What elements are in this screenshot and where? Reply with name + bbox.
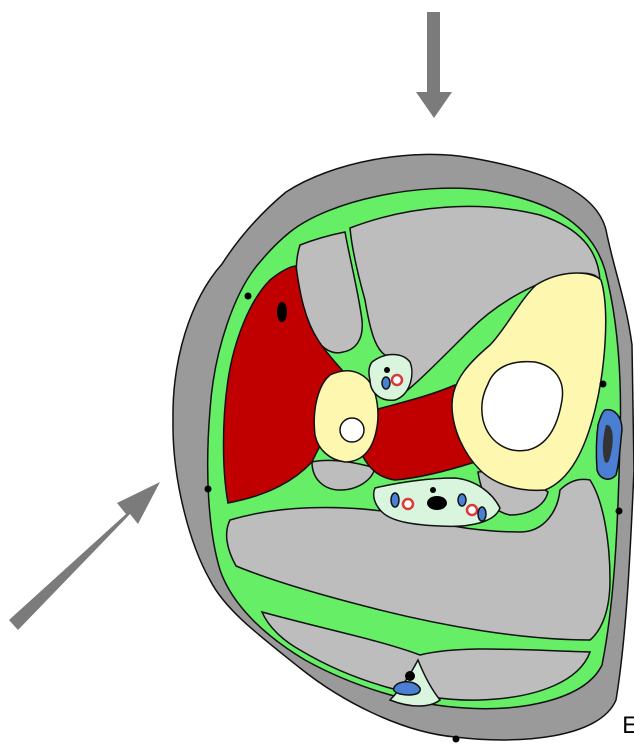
figure-label: E	[622, 714, 634, 739]
tibial-nerve	[427, 496, 447, 510]
sural-nerve	[405, 671, 415, 681]
cutaneous-nerve-dot-1	[245, 293, 252, 300]
superficial-peroneal-nerve	[277, 302, 287, 322]
posterior-small-dot	[430, 487, 436, 493]
cutaneous-nerve-dot-4	[616, 508, 623, 515]
small-saphenous-vein	[394, 682, 421, 695]
posterior-artery-b	[467, 505, 477, 515]
posterior-artery-a	[403, 499, 413, 509]
anterior-neurovascular-bundle	[369, 355, 412, 401]
anterior-artery	[392, 375, 402, 385]
anterior-nerve-dot	[384, 367, 390, 373]
cutaneous-nerve-dot-2	[205, 486, 212, 493]
fibula-bone	[314, 371, 378, 462]
cutaneous-nerve-dot-3	[600, 381, 607, 388]
fibula-marrow	[340, 418, 364, 442]
top-arrow-icon	[416, 12, 452, 118]
posterior-vein-c	[458, 494, 466, 506]
anterior-vein	[382, 377, 390, 389]
posterior-vein-a	[391, 493, 399, 507]
diagonal-arrow-icon	[9, 482, 160, 630]
posterior-vein-b	[478, 507, 486, 521]
cutaneous-nerve-dot-5	[453, 736, 460, 743]
